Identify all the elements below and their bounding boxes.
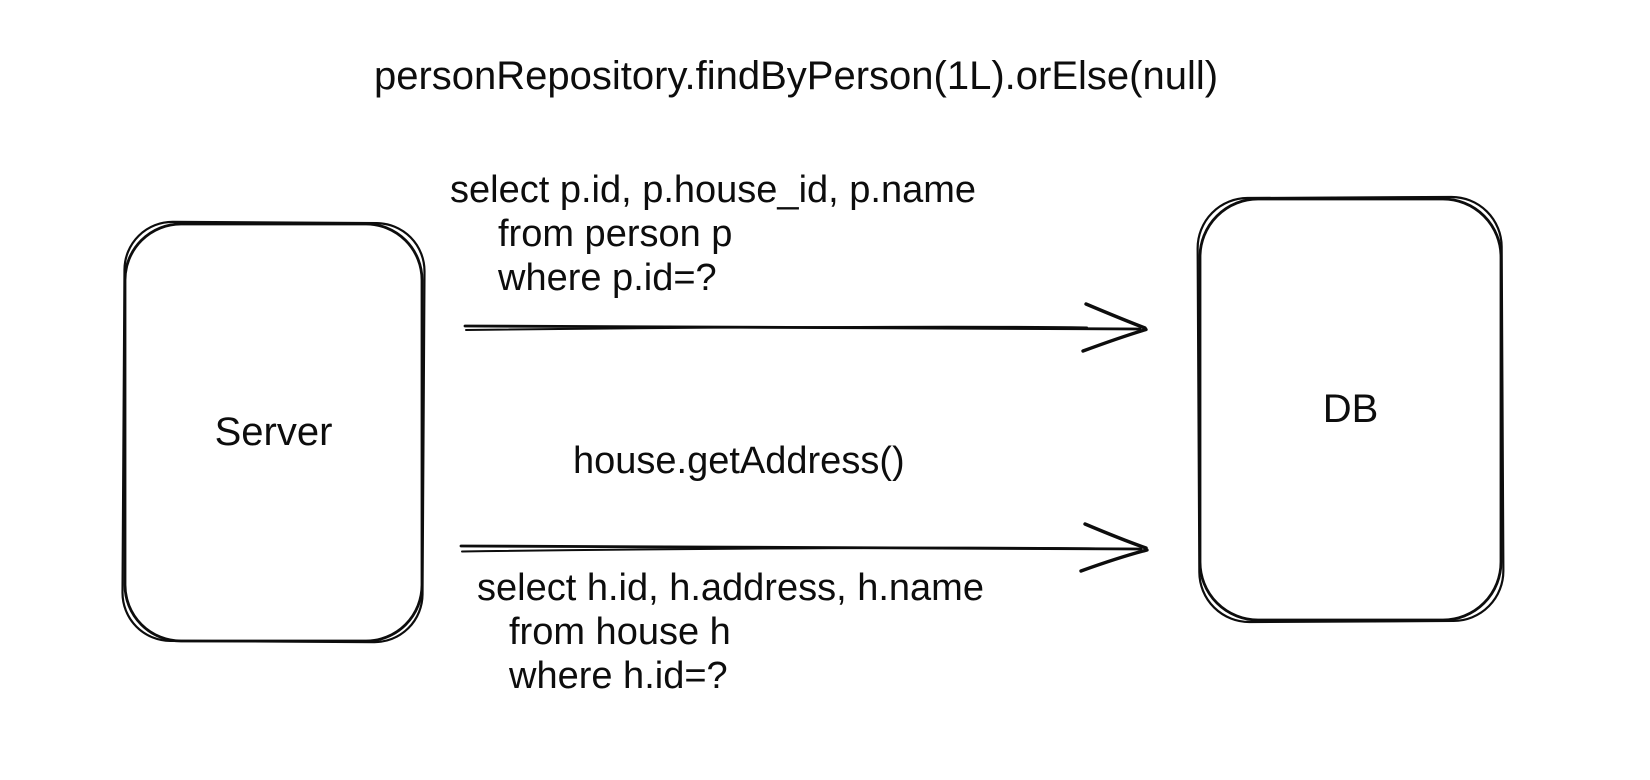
server-label: Server: [214, 409, 333, 454]
message-arrow-query-person: [463, 302, 1148, 353]
sql-line: from person p: [498, 213, 733, 255]
db-label: DB: [1322, 387, 1379, 431]
message-arrow-query-house: [459, 522, 1149, 573]
server-box: [121, 220, 426, 644]
sql-line: from house h: [509, 611, 731, 653]
method-call-label: house.getAddress(): [573, 440, 905, 482]
sql-line: where h.id=?: [509, 655, 728, 697]
sql-line: where p.id=?: [498, 257, 717, 299]
db-actor: DB: [1198, 197, 1503, 622]
server-actor: Server: [123, 222, 424, 642]
sql-line: select h.id, h.address, h.name: [477, 567, 984, 609]
db-box: [1196, 195, 1505, 624]
sql-line: select p.id, p.house_id, p.name: [450, 169, 977, 211]
sql-query-house: select h.id, h.address, h.name from hous…: [477, 566, 984, 698]
diagram-title: personRepository.findByPerson(1L).orElse…: [373, 54, 1219, 98]
sql-query-person: select p.id, p.house_id, p.name from per…: [450, 168, 976, 300]
